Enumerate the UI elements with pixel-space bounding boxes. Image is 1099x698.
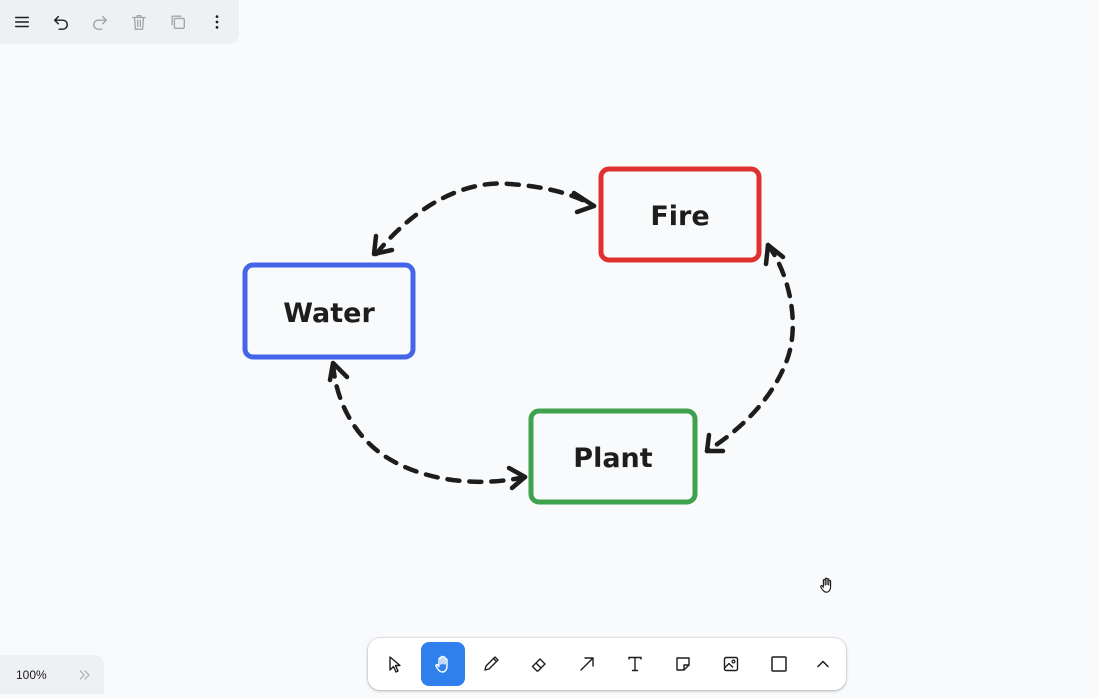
tool-media[interactable]	[709, 642, 753, 686]
arrow-head	[571, 190, 597, 215]
trash-icon	[131, 15, 146, 30]
eraser-icon	[531, 658, 546, 672]
arrow-icon	[580, 657, 594, 671]
shape-label: Water	[283, 298, 375, 329]
rectangle-icon	[771, 656, 787, 672]
menu-panel	[0, 0, 239, 44]
grab-hand-icon	[820, 577, 832, 593]
tool-select[interactable]	[373, 642, 417, 686]
main-menu-button[interactable]	[2, 0, 41, 44]
tool-hand[interactable]	[421, 642, 465, 686]
arrow-fire-plant[interactable]	[704, 242, 795, 454]
tool-toolbar	[368, 638, 846, 690]
zoom-panel: 100%	[0, 655, 104, 694]
hamburger-icon	[14, 16, 29, 28]
text-icon	[628, 656, 642, 672]
redo-button[interactable]	[80, 0, 119, 44]
arrow-head	[704, 432, 726, 454]
zoom-level-button[interactable]: 100%	[16, 667, 47, 682]
shape-fire[interactable]: Fire	[598, 166, 762, 263]
chevrons-right-icon	[79, 669, 90, 680]
tool-note[interactable]	[661, 642, 705, 686]
duplicate-icon	[170, 15, 185, 29]
shape-water[interactable]: Water	[242, 262, 416, 360]
sticky-note-icon	[676, 657, 690, 671]
undo-button[interactable]	[41, 0, 80, 44]
tool-rectangle[interactable]	[757, 642, 801, 686]
tool-more[interactable]	[805, 642, 841, 686]
undo-icon	[53, 15, 68, 30]
redo-icon	[92, 15, 107, 30]
more-button[interactable]	[197, 0, 236, 44]
shape-label: Plant	[573, 443, 652, 474]
tool-text[interactable]	[613, 642, 657, 686]
arrow-head	[763, 242, 786, 267]
shape-label: Fire	[650, 201, 709, 232]
tool-eraser[interactable]	[517, 642, 561, 686]
arrow-head	[506, 465, 528, 491]
duplicate-button[interactable]	[158, 0, 197, 44]
tool-draw[interactable]	[469, 642, 513, 686]
expand-minimap-button[interactable]	[74, 664, 96, 686]
more-vertical-icon	[215, 15, 218, 29]
arrow-head	[327, 360, 350, 383]
tool-arrow[interactable]	[565, 642, 609, 686]
chevron-up-icon	[817, 660, 829, 668]
arrow-water-fire[interactable]	[373, 181, 597, 257]
hand-icon	[435, 655, 448, 673]
image-icon	[723, 656, 739, 672]
arrow-head	[371, 233, 395, 257]
shape-plant[interactable]: Plant	[528, 408, 698, 505]
arrow-plant-water[interactable]	[330, 360, 528, 485]
delete-button[interactable]	[119, 0, 158, 44]
pencil-icon	[484, 656, 499, 671]
pointer-icon	[389, 656, 401, 673]
